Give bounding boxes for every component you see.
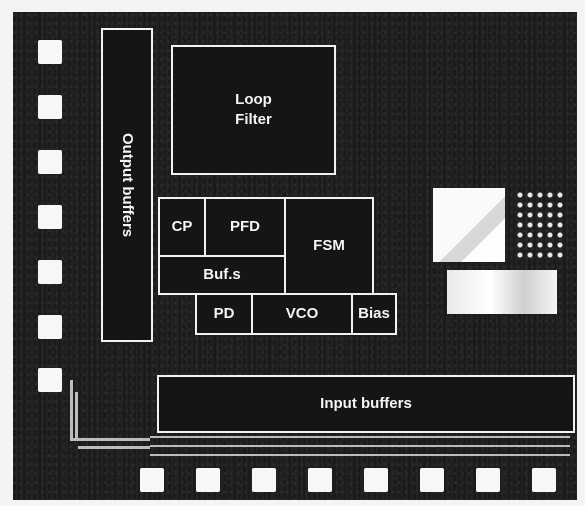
bond-pad	[364, 468, 388, 492]
bond-pad	[38, 368, 62, 392]
bond-pad	[38, 260, 62, 284]
bond-pad	[140, 468, 164, 492]
bond-pad	[532, 468, 556, 492]
bias-label: Bias	[358, 305, 390, 322]
vco-block: VCO	[251, 293, 353, 335]
loop-filter-label: Loop Filter	[235, 91, 272, 128]
fsm-block: FSM	[284, 197, 374, 295]
routing-trace	[70, 380, 73, 438]
bond-pad	[420, 468, 444, 492]
loop-filter-block: Loop Filter	[171, 45, 336, 175]
bright-layout-region	[447, 270, 557, 314]
bufs-block: Buf.s	[158, 255, 286, 295]
output-buffers-label: Output buffers	[119, 132, 136, 238]
routing-trace	[150, 436, 570, 438]
input-buffers-block: Input buffers	[157, 375, 575, 433]
fsm-label: FSM	[313, 237, 345, 254]
bond-pad	[38, 40, 62, 64]
bright-layout-region	[433, 188, 505, 262]
pd-label: PD	[213, 305, 235, 322]
bond-pad	[252, 468, 276, 492]
bond-pad	[476, 468, 500, 492]
bond-pad	[38, 205, 62, 229]
cp-label: CP	[171, 218, 193, 235]
bufs-label: Buf.s	[203, 266, 241, 283]
bond-pad	[38, 95, 62, 119]
routing-trace	[75, 392, 78, 440]
pfd-block: PFD	[204, 197, 286, 257]
routing-trace	[150, 454, 570, 456]
routing-trace	[150, 445, 570, 447]
routing-trace	[78, 446, 150, 449]
bond-pad	[38, 315, 62, 339]
bond-pad	[196, 468, 220, 492]
contact-array	[515, 190, 565, 262]
cp-block: CP	[158, 197, 206, 257]
bias-block: Bias	[351, 293, 397, 335]
bond-pad	[308, 468, 332, 492]
bond-pad	[38, 150, 62, 174]
routing-trace	[70, 438, 150, 441]
output-buffers-block: Output buffers	[101, 28, 153, 342]
pfd-label: PFD	[230, 218, 260, 235]
pd-block: PD	[195, 293, 253, 335]
vco-label: VCO	[285, 305, 319, 322]
input-buffers-label: Input buffers	[320, 395, 412, 412]
